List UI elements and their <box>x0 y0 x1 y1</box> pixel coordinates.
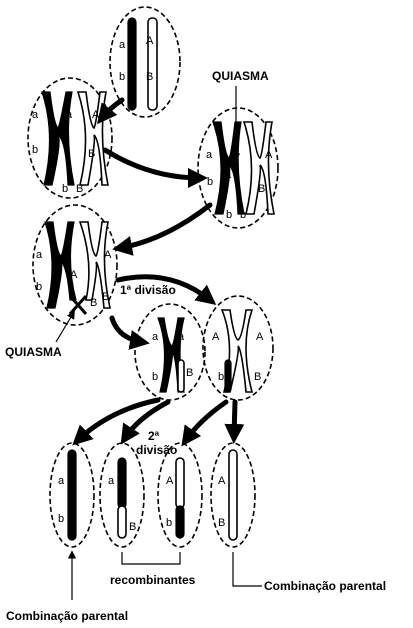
allele-label-b: b <box>152 371 158 383</box>
allele-label-a: a <box>108 475 115 487</box>
dark-chromosome <box>128 18 136 110</box>
parental-combination-label-left: Combinação parental <box>6 609 128 623</box>
arrow-cell4-to-cell5 <box>112 318 142 342</box>
allele-label-B: B <box>88 148 95 160</box>
cell-tetrad: a b a A B b B <box>28 78 112 198</box>
dark-segment <box>118 458 126 508</box>
recombinants-bracket <box>122 552 180 564</box>
second-division-label-line1: 2ª <box>148 429 160 443</box>
allele-label-B: B <box>258 183 265 195</box>
allele-label-A: A <box>265 149 273 161</box>
arrow-cell6-to-gamete3 <box>186 402 226 440</box>
gamete-3-recombinant: A b <box>158 443 202 547</box>
allele-label-B: B <box>146 71 153 83</box>
light-segment <box>178 360 184 392</box>
chiasma-label-bottom: QUIASMA <box>5 345 62 359</box>
allele-label-A: A <box>218 475 226 487</box>
allele-label-b: b <box>218 371 224 383</box>
dark-segment <box>176 506 184 538</box>
chiasma-label-top: QUIASMA <box>212 69 269 83</box>
allele-label-B: B <box>76 183 83 195</box>
allele-label-a: a <box>152 331 159 343</box>
light-chromatids <box>244 122 274 214</box>
parental-combination-label-right: Combinação parental <box>264 579 386 593</box>
allele-label-A: A <box>146 35 154 47</box>
second-division-label-line2: divisão <box>136 443 177 457</box>
allele-label-B: B <box>102 291 109 303</box>
allele-label-b: b <box>36 281 42 293</box>
allele-label-b: b <box>240 209 246 221</box>
arrow-cell2-to-cell3 <box>105 150 200 178</box>
allele-label-B: B <box>186 367 193 379</box>
allele-label-A: A <box>166 475 174 487</box>
parental-pointer-right <box>233 552 262 586</box>
dark-chromosome <box>68 450 76 540</box>
gamete-2-recombinant: a B <box>100 443 144 547</box>
recombinants-label: recombinantes <box>110 573 196 587</box>
gamete-4-parental: A B <box>211 443 255 547</box>
cell-after-crossing-over: a b A A B B <box>33 205 117 325</box>
chiasma-cross <box>70 296 86 314</box>
allele-label-B: B <box>129 521 136 533</box>
light-chromosome <box>229 450 237 540</box>
dark-segment <box>225 360 231 392</box>
allele-label-a: a <box>66 109 73 121</box>
arrow-cell5-to-gamete1 <box>78 400 158 440</box>
allele-label-A: A <box>256 331 264 343</box>
arrow-cell3-to-cell4 <box>120 205 210 248</box>
light-segment <box>118 506 126 538</box>
allele-label-b: b <box>62 183 68 195</box>
allele-label-A: A <box>104 249 112 261</box>
allele-label-A: A <box>212 331 220 343</box>
allele-label-a: a <box>225 169 232 181</box>
light-chromatids <box>78 92 108 185</box>
allele-label-a: a <box>58 475 65 487</box>
gamete-1-parental: a b <box>50 443 94 547</box>
allele-label-a: a <box>32 109 39 121</box>
allele-label-b: b <box>207 176 213 188</box>
dark-chromatids <box>42 92 74 185</box>
arrow-cell6-to-gamete4 <box>234 402 235 436</box>
light-chromosome <box>148 18 157 110</box>
chiasma-pointer-bottom <box>56 312 74 342</box>
allele-label-b: b <box>166 517 172 529</box>
allele-label-b: b <box>119 71 125 83</box>
allele-label-B: B <box>254 371 261 383</box>
allele-label-a: a <box>36 249 43 261</box>
allele-label-A: A <box>92 109 100 121</box>
cell-crossing-over: a b a A B b b <box>198 108 278 228</box>
allele-label-b: b <box>58 513 64 525</box>
allele-label-A: A <box>70 269 78 281</box>
allele-label-B: B <box>218 517 225 529</box>
allele-label-a: a <box>206 149 213 161</box>
first-division-label: 1ª divisão <box>120 283 176 297</box>
dark-chromatids <box>213 122 244 214</box>
dark-chromatids <box>45 222 76 308</box>
allele-label-B: B <box>90 297 97 309</box>
cell-first-division-product-1: a b a B <box>135 304 205 400</box>
cell-first-division-product-2: A A b B <box>203 296 273 400</box>
light-segment <box>176 458 184 508</box>
allele-label-b: b <box>32 144 38 156</box>
allele-label-a: a <box>119 39 126 51</box>
allele-label-b: b <box>226 209 232 221</box>
allele-label-a: a <box>178 331 185 343</box>
